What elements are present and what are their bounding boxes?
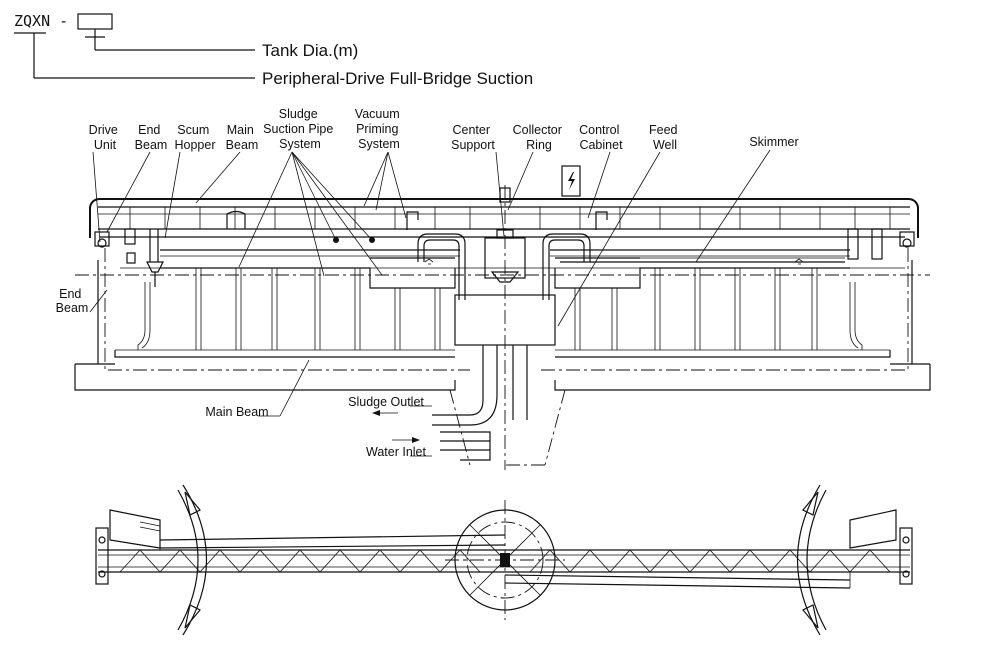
arm-left-top: [159, 534, 506, 541]
label-feed-well: Feed Well: [649, 123, 681, 152]
u-pipe-right-outer: [542, 233, 591, 300]
label-end-beam-left: End Beam: [56, 287, 89, 315]
vacuum-valve-left: [406, 211, 419, 230]
model-code-legend: ZQXN - Tank Dia.(m) Peripheral-Drive Ful…: [14, 12, 533, 88]
rim-arc-left: [182, 484, 207, 636]
scum-hopper: [124, 228, 164, 287]
control-cabinet: [561, 165, 581, 197]
label-sludge-suction: Sludge Suction Pipe System: [263, 107, 337, 151]
label-scum-hopper: Scum Hopper: [175, 123, 216, 152]
label-end-beam-top: End Beam: [135, 123, 168, 152]
label-sludge-outlet: Sludge Outlet: [348, 395, 424, 409]
model-description: Peripheral-Drive Full-Bridge Suction: [262, 69, 533, 88]
sludge-channel-right: [554, 267, 850, 289]
label-water-inlet: Water Inlet: [366, 445, 427, 459]
label-main-beam-bottom: Main Beam: [205, 405, 268, 419]
drive-unit-left: [94, 231, 110, 247]
bridge-top-chord: [89, 198, 919, 238]
label-skimmer: Skimmer: [749, 135, 798, 149]
label-center-support: Center Support: [451, 123, 495, 152]
plan-view: [95, 484, 913, 636]
label-collector-ring: Collector Ring: [513, 123, 566, 152]
scum-box-left: [109, 509, 161, 549]
suction-pipes-right: [574, 268, 863, 350]
label-drive-unit: Drive Unit: [89, 123, 122, 152]
label-main-beam-top: Main Beam: [226, 123, 259, 152]
bridge-top-verticals: [129, 207, 891, 229]
elevation-view: [74, 165, 931, 470]
label-vacuum-priming: Vacuum Priming System: [355, 107, 403, 151]
vacuum-valve-right: [595, 211, 608, 230]
model-prefix: ZQXN -: [14, 12, 68, 30]
sludge-channel-left: [160, 267, 456, 289]
truss-web: [119, 549, 891, 573]
center-drive: [500, 553, 510, 567]
label-control-cabinet: Control Cabinet: [579, 123, 623, 152]
u-pipe-left-outer: [417, 233, 466, 300]
tank-dia-box: [77, 13, 113, 30]
scum-box-right: [849, 509, 897, 549]
end-trolley-left: [95, 527, 109, 585]
leader-lines: [89, 149, 771, 457]
component-labels: Drive Unit End Beam Scum Hopper Main Bea…: [56, 107, 799, 459]
arm-right-bottom: [504, 574, 851, 581]
tank-dia-label: Tank Dia.(m): [262, 41, 358, 60]
collector-ring: [499, 187, 511, 203]
end-trolley-right: [899, 527, 913, 585]
suction-pipes-left: [137, 268, 441, 350]
drive-unit-right: [899, 231, 915, 247]
rim-arc-right: [797, 484, 821, 636]
